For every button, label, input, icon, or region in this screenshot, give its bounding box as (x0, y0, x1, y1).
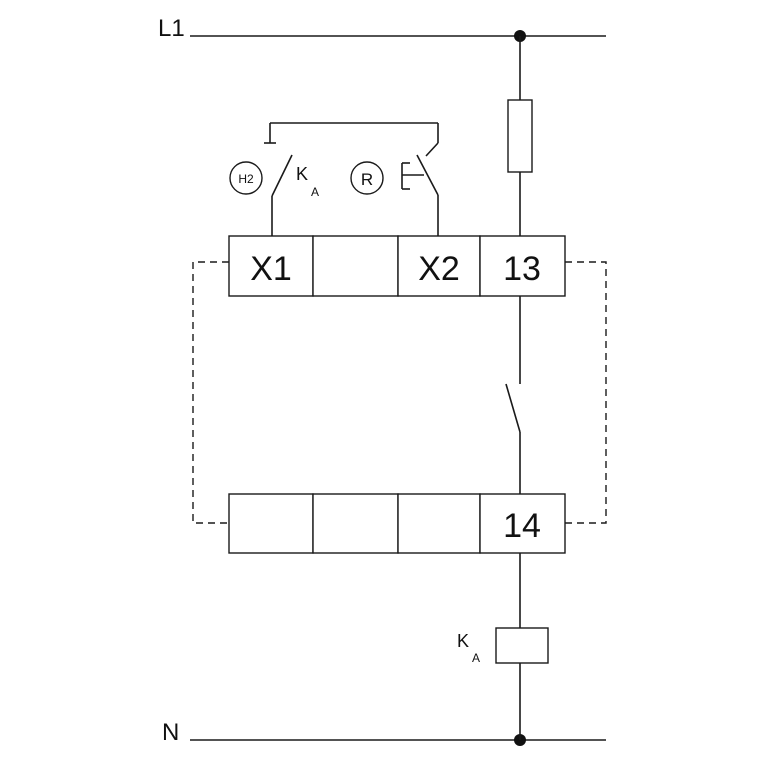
lamp-h2-symbol (229, 161, 263, 195)
terminal-x1: X1 (250, 250, 292, 288)
coil-ka-symbol (495, 627, 549, 664)
coil-label-sub-a: A (472, 651, 480, 665)
pushbutton-contact (401, 142, 439, 236)
contact-ka-top (264, 142, 293, 236)
reset-r-symbol (350, 161, 384, 195)
lamp-label: H2 (238, 172, 254, 186)
terminal-x2: X2 (418, 250, 460, 288)
relay-contact-13-14 (505, 296, 521, 494)
reset-label: R (361, 170, 373, 189)
terminal-13: 13 (503, 250, 541, 288)
fuse-symbol (507, 99, 533, 173)
dashed-link-right (565, 261, 607, 524)
terminal-14: 14 (503, 507, 541, 545)
contact-label-sub-a: A (311, 185, 319, 199)
rail-label-n: N (162, 719, 179, 746)
rail-label-l1: L1 (158, 15, 185, 42)
terminal-block-top (228, 235, 566, 297)
dashed-link-left (192, 261, 229, 524)
coil-label-k: K (457, 631, 469, 651)
contact-label-k: K (296, 164, 308, 184)
